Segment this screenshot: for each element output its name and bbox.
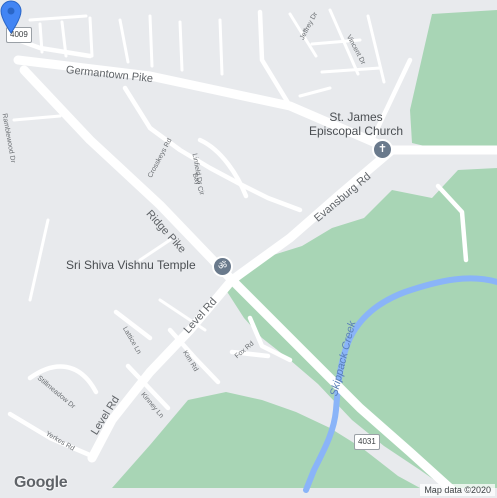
- om-icon[interactable]: ॐ: [212, 256, 233, 277]
- road-level-rd[interactable]: [87, 275, 237, 463]
- road-lattice-ln[interactable]: [113, 309, 153, 341]
- creek: [303, 275, 497, 493]
- road-east-link[interactable]: [369, 57, 413, 143]
- route-shield-4031: 4031: [354, 434, 380, 450]
- poi-church-name-line2: Episcopal Church: [308, 124, 404, 138]
- road-bay-cir[interactable]: [197, 137, 249, 199]
- road-stillmeadow-dr[interactable]: [27, 364, 99, 395]
- road-ridge-pike[interactable]: [19, 65, 457, 495]
- subdivision-streets: [12, 8, 386, 332]
- road-yerkes-rd[interactable]: [7, 411, 95, 459]
- road-crosskeys-rd[interactable]: [122, 85, 303, 213]
- park-area-southeast: [226, 168, 497, 488]
- poi-church-label[interactable]: St. James Episcopal Church: [300, 110, 412, 138]
- road-kinney-ln[interactable]: [125, 363, 171, 411]
- poi-temple-label[interactable]: Sri Shiva Vishnu Temple: [66, 258, 196, 272]
- poi-church-name-line1: St. James: [329, 110, 383, 124]
- cross-icon[interactable]: ✝: [372, 139, 393, 160]
- road-evansburg-branch[interactable]: [435, 183, 469, 263]
- park-area-northeast: [410, 10, 497, 152]
- road-evansburg-rd[interactable]: [227, 145, 397, 285]
- location-pin-icon[interactable]: [0, 0, 22, 34]
- road-fox-rd[interactable]: [229, 349, 271, 359]
- map-attribution[interactable]: Map data ©2020: [420, 484, 495, 496]
- park-area-south: [112, 392, 420, 488]
- road-kim-rd[interactable]: [167, 327, 221, 385]
- road-north-link[interactable]: [257, 9, 293, 109]
- google-logo: Google: [14, 474, 68, 491]
- road-temple-drive[interactable]: [247, 315, 293, 363]
